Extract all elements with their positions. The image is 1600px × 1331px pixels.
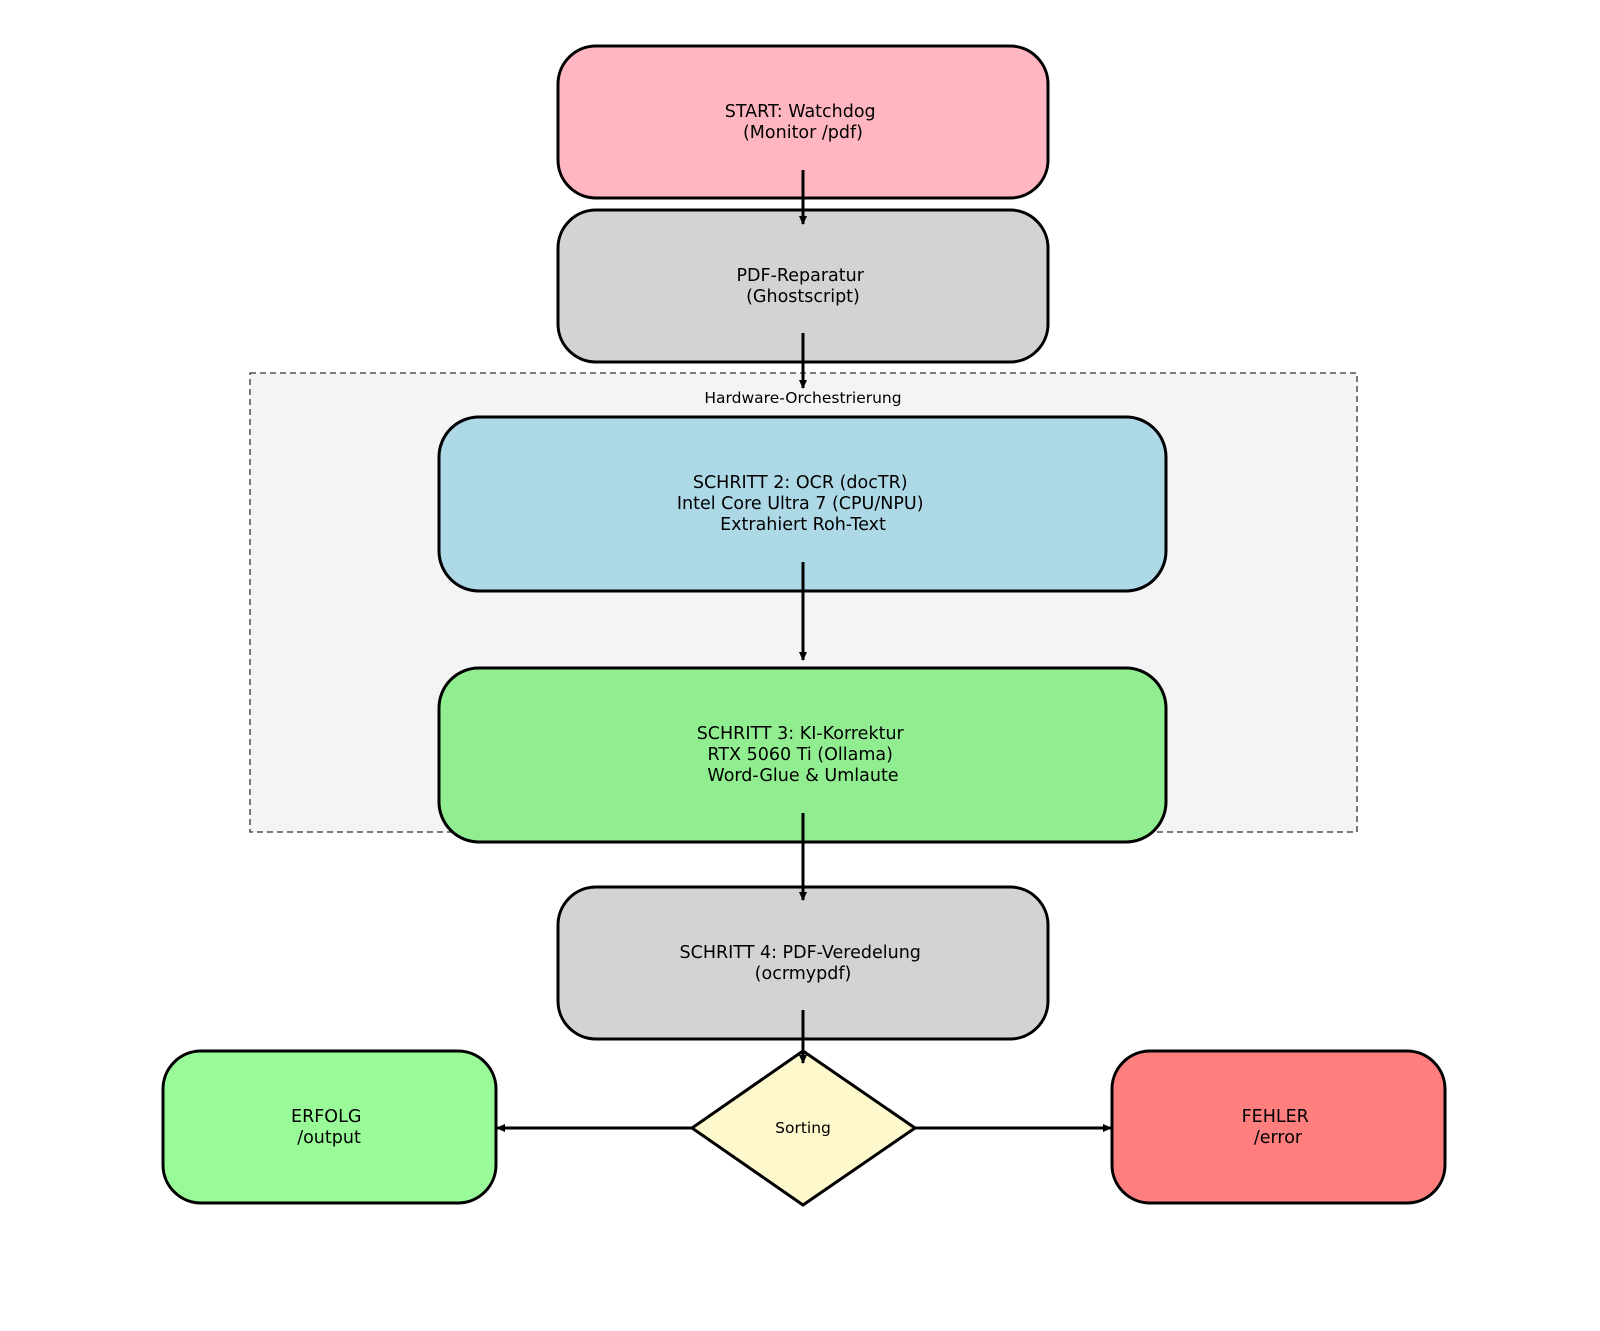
refine-node-line-2: (ocrmypdf) [755, 964, 852, 984]
pdf-repair-node: PDF-Reparatur (Ghostscript) [556, 208, 1050, 364]
refine-node-label: SCHRITT 4: PDF-Veredelung (ocrmypdf) [680, 943, 927, 984]
ocr-node-line-2: Intel Core Ultra 7 (CPU/NPU) [677, 494, 924, 514]
ai-node-line-3: Word-Glue & Umlaute [707, 766, 898, 786]
ocr-node-label: SCHRITT 2: OCR (docTR) Intel Core Ultra … [677, 473, 929, 535]
success-node-line-1: ERFOLG [291, 1107, 361, 1127]
ocr-step-node: SCHRITT 2: OCR (docTR) Intel Core Ultra … [437, 415, 1168, 593]
error-output-node: FEHLER /error [1110, 1049, 1447, 1205]
error-node-line-2: /error [1254, 1128, 1303, 1148]
refine-node-line-1: SCHRITT 4: PDF-Veredelung [680, 943, 921, 963]
ocr-node-line-1: SCHRITT 2: OCR (docTR) [693, 473, 908, 493]
sorting-decision: Sorting [689, 1049, 918, 1207]
success-node-box [161, 1049, 498, 1205]
success-node-line-2: /output [297, 1128, 361, 1148]
start-node-label: START: Watchdog (Monitor /pdf) [725, 102, 882, 143]
repair-node-line-1: PDF-Reparatur [736, 266, 864, 286]
start-watchdog-node: START: Watchdog (Monitor /pdf) [556, 44, 1050, 200]
ai-node-label: SCHRITT 3: KI-Korrektur RTX 5060 Ti (Oll… [697, 724, 910, 786]
error-node-line-1: FEHLER [1242, 1107, 1309, 1127]
repair-node-line-2: (Ghostscript) [746, 287, 860, 307]
sorting-label: Sorting [775, 1119, 831, 1137]
sorting-diamond [689, 1049, 918, 1207]
start-node-line-1: START: Watchdog [725, 102, 876, 122]
success-output-node: ERFOLG /output [161, 1049, 498, 1205]
error-node-box [1110, 1049, 1447, 1205]
edges [496, 170, 1112, 1132]
ai-node-line-2: RTX 5060 Ti (Ollama) [707, 745, 892, 765]
error-node-label: FEHLER /error [1242, 1107, 1315, 1148]
success-node-label: ERFOLG /output [291, 1107, 367, 1148]
ai-node-line-1: SCHRITT 3: KI-Korrektur [697, 724, 905, 744]
start-node-line-2: (Monitor /pdf) [743, 123, 863, 143]
repair-node-label: PDF-Reparatur (Ghostscript) [736, 266, 869, 307]
cluster-label: Hardware-Orchestrierung [704, 389, 901, 407]
ocr-node-line-3: Extrahiert Roh-Text [720, 515, 886, 535]
